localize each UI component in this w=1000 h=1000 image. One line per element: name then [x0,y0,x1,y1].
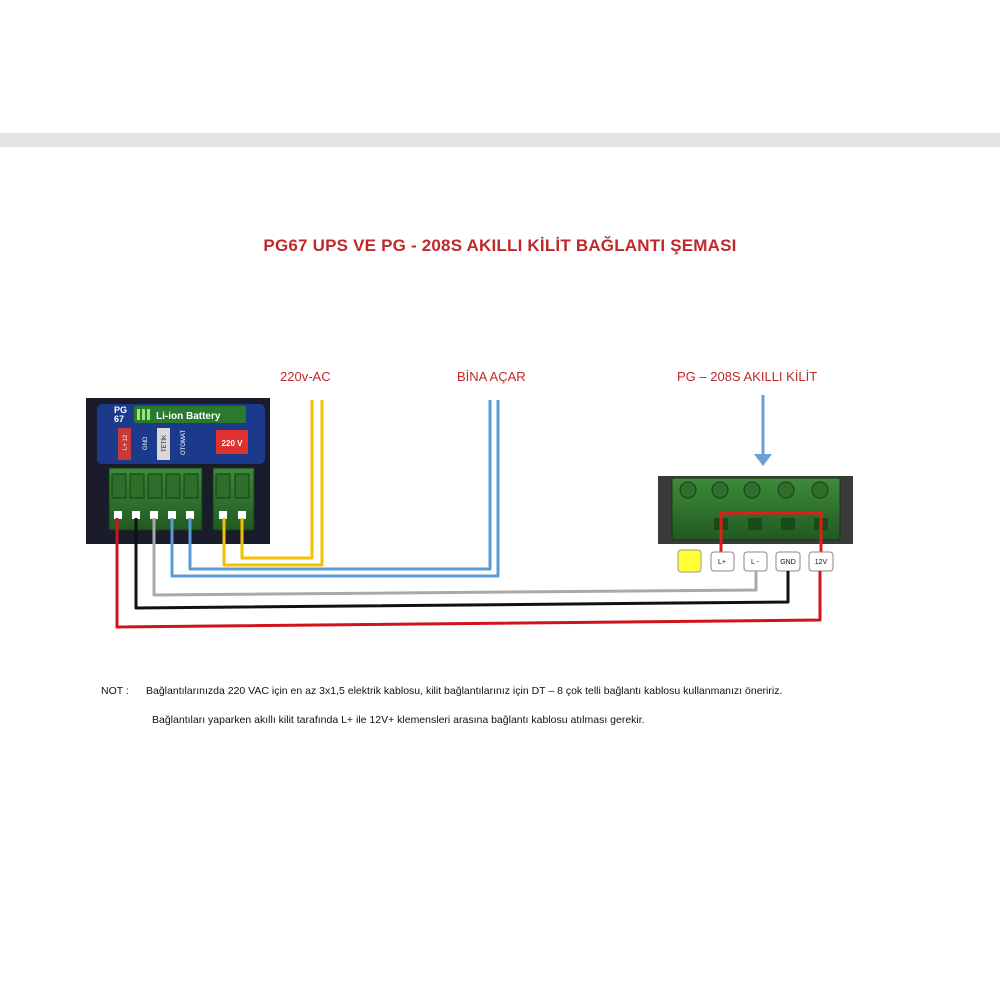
ups-module: PG 67 Li-ion Battery L+ 12 GND TETİK OTO… [86,398,270,544]
lplus-12v-bridge [719,511,823,552]
svg-text:L+ 12: L+ 12 [123,434,129,450]
lock-terminal-12v: 12V [815,559,828,566]
lock-screw-5 [811,481,829,499]
ups-model-line2: 67 [114,414,124,424]
ups-model-line1: PG [114,405,127,415]
wire-ac-1 [240,400,314,560]
lock-terminal-lminus: L - [751,559,760,566]
ups-tag-gnd: GND [138,428,151,460]
wire-door-2 [170,400,500,578]
ups-hole-2 [132,511,140,519]
ups-screw-4 [165,473,181,499]
ups-tag-auto: OTOMAT [176,428,189,460]
svg-text:GND: GND [143,436,149,450]
ups-screw-5 [183,473,199,499]
battery-bar-3 [147,409,150,420]
ups-hole-7 [238,511,246,519]
wire-ac-2 [222,400,324,567]
wire-door-1 [188,400,492,571]
ups-screw-6 [215,473,231,499]
ups-tag-l12: L+ 12 [118,428,131,460]
lock-screw-2 [711,481,729,499]
lock-screw-1 [679,481,697,499]
battery-bar-2 [142,409,145,420]
ups-screw-7 [234,473,250,499]
ups-hole-3 [150,511,158,519]
note-line-2: Bağlantıları yaparken akıllı kilit taraf… [152,714,645,726]
lock-label: PG – 208S AKILLI KİLİT [677,369,818,384]
ac-label: 220v-AC [280,369,331,384]
top-band [0,133,1000,147]
lock-module: L+ L - GND 12V [658,476,853,573]
yellow-indicator [677,549,702,573]
lock-arrow [754,395,772,466]
lock-terminal-gnd: GND [780,559,796,566]
ups-hole-6 [219,511,227,519]
ups-hole-5 [186,511,194,519]
svg-text:TETİK: TETİK [161,435,168,452]
lock-terminal-lplus-box [710,551,735,572]
lock-hole-3 [781,518,795,530]
ups-hole-1 [114,511,122,519]
wire-lplus [115,518,822,629]
lock-hole-2 [748,518,762,530]
voltage-badge [216,430,248,454]
ups-screw-1 [111,473,127,499]
ups-screw-3 [147,473,163,499]
note-prefix: NOT : [101,685,129,697]
ups-hole-4 [168,511,176,519]
battery-bar-1 [137,409,140,420]
battery-badge [134,406,246,423]
ups-model-text: PG 67 [114,405,130,424]
lock-screw-3 [743,481,761,499]
battery-text: Li-ion Battery [156,411,221,422]
wire-lminus [152,518,758,597]
door-opener-label: BİNA AÇAR [457,369,526,384]
lock-screw-4 [777,481,795,499]
ups-tag-trigger: TETİK [157,428,170,460]
wire-gnd [134,518,790,610]
note-line-1: Bağlantılarınızda 220 VAC için en az 3x1… [146,685,783,697]
svg-text:OTOMAT: OTOMAT [181,430,187,455]
lock-terminal-lplus: L+ [718,559,726,566]
ups-screw-2 [129,473,145,499]
diagram-title: PG67 UPS VE PG - 208S AKILLI KİLİT BAĞLA… [263,236,737,255]
voltage-text: 220 V [222,439,244,448]
